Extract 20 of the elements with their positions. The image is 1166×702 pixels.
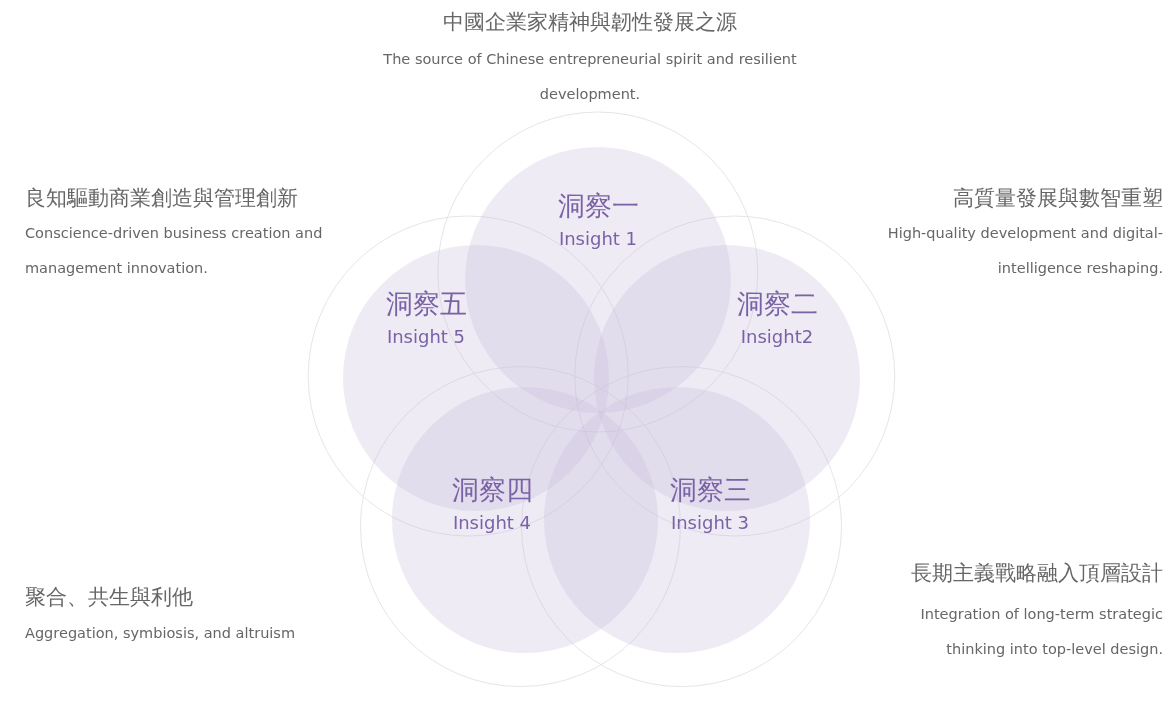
insight-title: 洞察一 [557,190,639,221]
insight-title: 洞察三 [669,474,751,505]
heading: 長期主義戰略融入頂層設計 [911,561,1163,585]
insight-subtitle: Insight2 [740,326,814,347]
heading: 良知驅動商業創造與管理創新 [25,186,298,210]
description: Aggregation, symbiosis, and altruism [25,624,296,643]
description: The source of Chinese entrepreneurial spirit and resilient development. [382,50,798,104]
description: Conscience-driven business creation and management innovation. [25,224,324,278]
heading: 聚合、共生與利他 [25,585,193,609]
heading: 高質量發展與數智重塑 [953,186,1163,210]
insight-title: 洞察二 [736,288,818,319]
heading: 中國企業家精神與韌性發展之源 [443,10,737,34]
description: High-quality development and digital-intelligence reshaping. [886,224,1163,278]
insight-subtitle: Insight 5 [386,326,466,347]
insight-subtitle: Insight 3 [670,512,750,533]
insight-subtitle: Insight 1 [558,228,638,249]
insight-subtitle: Insight 4 [452,512,532,533]
insight-title: 洞察四 [451,474,533,505]
insight-title: 洞察五 [385,288,467,319]
description: Integration of long-term strategic thinking into top-level design. [919,605,1163,659]
